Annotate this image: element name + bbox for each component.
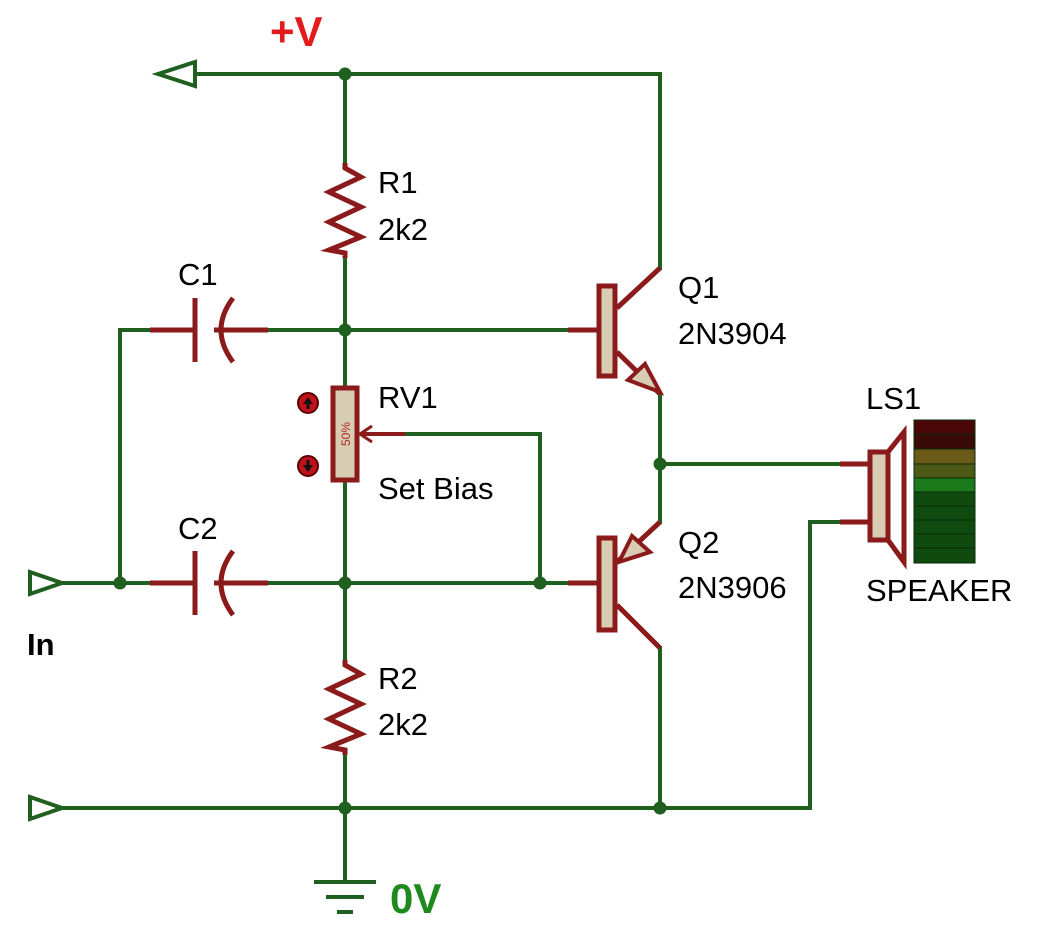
transistor-collector xyxy=(615,266,662,310)
junction-dot xyxy=(113,576,127,590)
r1-ref: R1 xyxy=(378,165,418,200)
meter-segment xyxy=(913,448,976,465)
terminal-arrow-icon xyxy=(28,794,69,822)
junction-dot xyxy=(533,576,547,590)
c1-ref: C1 xyxy=(178,257,218,292)
q1-value: 2N3904 xyxy=(678,316,787,351)
meter-segment xyxy=(913,463,976,479)
transistor-collector xyxy=(615,603,662,650)
junction-dot xyxy=(653,801,667,815)
terminal-arrow-icon xyxy=(28,569,69,597)
meter-segment xyxy=(913,533,976,549)
meter-segment xyxy=(913,491,976,507)
resistor-r2: R2 2k2 xyxy=(320,660,428,755)
speaker-ls1: LS1 SPEAKER xyxy=(840,381,1012,608)
c2-ref: C2 xyxy=(178,511,218,546)
ground-label: 0V xyxy=(390,875,441,922)
junction-dot xyxy=(338,801,352,815)
q2-ref: Q2 xyxy=(678,525,719,560)
transistor-q2: Q2 2N3906 xyxy=(568,520,787,650)
wire-c1-left xyxy=(118,328,152,585)
wiper-arrow-icon xyxy=(357,424,373,444)
wire-rv1-wiper xyxy=(403,432,542,585)
speaker-level-meter xyxy=(913,419,976,564)
resistor-r1: R1 2k2 xyxy=(320,163,428,258)
speaker-cone xyxy=(885,424,907,570)
potentiometer-rv1: 50% RV1 Set Bias xyxy=(330,380,493,506)
r2-ref: R2 xyxy=(378,661,418,696)
q2-value: 2N3906 xyxy=(678,570,787,605)
meter-segment xyxy=(913,419,976,435)
capacitor-c2: C2 xyxy=(150,511,268,617)
ground-terminal-in xyxy=(28,794,69,822)
input-label: In xyxy=(27,627,55,662)
junction-dot xyxy=(338,323,352,337)
transistor-q1: Q1 2N3904 xyxy=(568,266,787,396)
junction-dot xyxy=(338,67,352,81)
junctions xyxy=(113,67,667,815)
capacitor-c1: C1 xyxy=(150,257,268,364)
ground-icon: 0V xyxy=(314,875,441,922)
ls1-value: SPEAKER xyxy=(866,573,1012,608)
r1-value: 2k2 xyxy=(378,212,428,247)
meter-segment xyxy=(913,433,976,450)
meter-segment xyxy=(913,505,976,521)
rv1-increase-button[interactable] xyxy=(297,392,319,414)
supply-label: +V xyxy=(270,8,323,55)
resistor-zigzag xyxy=(320,163,368,258)
meter-segment xyxy=(913,547,976,564)
wires xyxy=(60,72,842,882)
rv1-ref: RV1 xyxy=(378,380,438,415)
supply-terminal: +V xyxy=(151,8,323,89)
meter-segment xyxy=(913,477,976,493)
rv1-decrease-button[interactable] xyxy=(297,455,319,477)
emitter-arrow-icon xyxy=(615,532,654,566)
meter-segment xyxy=(913,519,976,535)
rv1-value: Set Bias xyxy=(378,471,493,506)
transistor-base-bar xyxy=(596,283,618,379)
junction-dot xyxy=(338,576,352,590)
q1-ref: Q1 xyxy=(678,270,719,305)
resistor-zigzag xyxy=(320,660,368,755)
potentiometer-body xyxy=(330,385,360,483)
r2-value: 2k2 xyxy=(378,707,428,742)
input-terminal: In xyxy=(27,569,69,662)
terminal-arrow-icon xyxy=(151,59,197,89)
speaker-coil xyxy=(867,449,891,543)
emitter-arrow-icon xyxy=(624,360,665,396)
wire-ground-rail xyxy=(60,520,842,810)
rv1-position: 50% xyxy=(339,422,353,446)
transistor-base-bar xyxy=(596,535,618,633)
ls1-ref: LS1 xyxy=(866,381,921,416)
junction-dot xyxy=(653,457,667,471)
